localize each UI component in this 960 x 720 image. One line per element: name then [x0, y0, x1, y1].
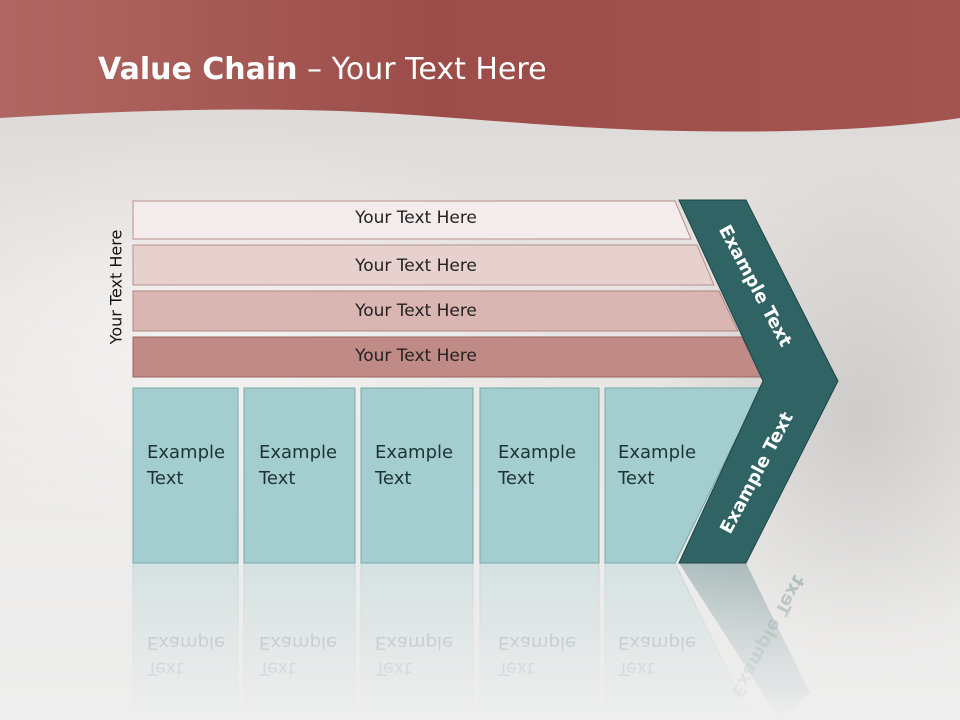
cell-line-2: Text — [498, 468, 535, 489]
support-bar-2-label: Your Text Here — [355, 256, 477, 276]
cell-line-1: Example — [259, 442, 338, 463]
slide-title: Value Chain – Your Text Here — [98, 52, 547, 87]
cell-line-2: Text — [259, 468, 296, 489]
primary-cell-4 — [479, 387, 600, 564]
support-bar-2 — [132, 244, 715, 286]
cell-line-1: Example — [375, 442, 454, 463]
primary-cell-1-text: Example Text — [147, 440, 225, 615]
support-bar-4-label: Your Text Here — [355, 346, 477, 366]
primary-cell-3-text: Example Text — [375, 440, 453, 615]
header-banner — [0, 0, 960, 132]
support-bar-1-label: Your Text Here — [355, 208, 477, 228]
cell-line-2: Text — [618, 468, 655, 489]
margin-chevron — [678, 199, 839, 564]
primary-cell-2-text: Example Text — [259, 440, 337, 615]
support-bar-3-label: Your Text Here — [355, 301, 477, 321]
primary-cell-4-text: Example Text — [498, 440, 576, 615]
cell-line-1: Example — [147, 442, 226, 463]
primary-cell-5-text: Example Text — [618, 440, 696, 615]
primary-cell-3 — [360, 387, 474, 564]
cell-line-1: Example — [498, 442, 577, 463]
cell-line-2: Text — [375, 468, 412, 489]
support-bar-3 — [132, 290, 739, 332]
primary-cell-1 — [132, 387, 239, 564]
cell-line-1: Example — [618, 442, 697, 463]
cell-line-2: Text — [147, 468, 184, 489]
support-bar-1 — [132, 200, 692, 240]
primary-cell-2 — [243, 387, 356, 564]
